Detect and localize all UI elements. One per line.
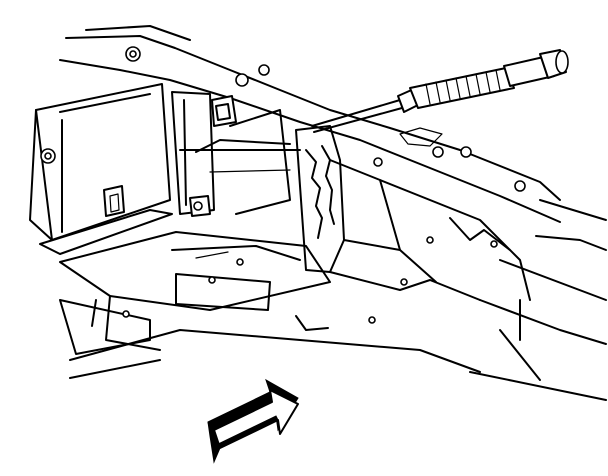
apron-hole [368, 316, 376, 324]
lower-cross-member [59, 231, 331, 355]
bolt-head [258, 64, 270, 76]
apron-hole [490, 240, 498, 248]
bolt-hole [460, 146, 472, 158]
cross-member-hole [236, 258, 244, 266]
cross-member-hole [208, 276, 216, 284]
pry-tool-icon [311, 49, 569, 133]
apron-hole [400, 278, 408, 286]
tool-end-cap [555, 50, 569, 74]
upper-tie-bar [59, 25, 561, 223]
bolt-hole [514, 180, 526, 192]
center-bracket [171, 91, 301, 217]
apron-hole [426, 236, 434, 244]
bolt-head [235, 73, 249, 87]
bolt-hole [432, 146, 444, 158]
bracket-bolt [193, 201, 203, 211]
housing-bolt-inner [44, 152, 52, 160]
floor-pan [69, 199, 607, 379]
cross-member-hole [122, 310, 130, 318]
left-housing [29, 83, 173, 255]
bolt-hole [373, 157, 383, 167]
bolt-hole-inner [129, 50, 137, 58]
direction-arrow-icon [207, 378, 299, 464]
right-fender-apron [295, 125, 607, 401]
